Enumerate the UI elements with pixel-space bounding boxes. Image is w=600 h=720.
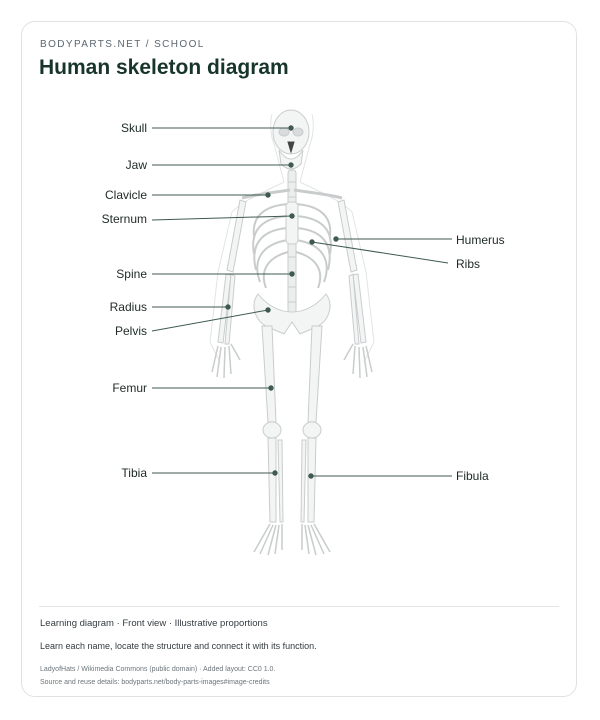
label-humerus: Humerus: [456, 233, 505, 247]
footer-divider: [39, 606, 559, 607]
pelvis-shape: [253, 293, 331, 335]
foot-bones: [253, 523, 331, 556]
label-skull: Skull: [120, 121, 147, 135]
label-spine: Spine: [116, 267, 147, 281]
skeleton-diagram: [151, 109, 452, 556]
spine-shape: [287, 169, 297, 321]
label-jaw: Jaw: [125, 158, 147, 172]
breadcrumb: BODYPARTS.NET / SCHOOL: [40, 39, 205, 50]
body-outline: [209, 113, 375, 363]
leg-bones: [261, 325, 323, 523]
label-sternum: Sternum: [101, 212, 147, 226]
label-radius: Radius: [109, 300, 147, 314]
label-pelvis: Pelvis: [114, 324, 147, 338]
ribs-shape: [252, 203, 332, 289]
skull-shape: [272, 109, 310, 170]
image-credit: LadyofHats / Wikimedia Commons (public d…: [40, 666, 276, 673]
diagram-card: BODYPARTS.NET / SCHOOL Human skeleton di…: [21, 21, 577, 697]
diagram-meta: Learning diagram · Front view · Illustra…: [40, 618, 268, 629]
arm-bones: [217, 199, 367, 345]
label-ribs: Ribs: [456, 257, 481, 271]
label-fibula: Fibula: [456, 469, 489, 483]
label-clavicle: Clavicle: [104, 188, 147, 202]
leader-lines: [151, 125, 452, 479]
diagram-description: Learn each name, locate the structure an…: [40, 641, 317, 651]
label-femur: Femur: [112, 381, 147, 395]
hand-bones: [211, 343, 373, 379]
page-title: Human skeleton diagram: [39, 56, 289, 79]
sternum-shape: [285, 201, 299, 245]
source-note: Source and reuse details: bodyparts.net/…: [40, 679, 270, 686]
label-tibia: Tibia: [121, 466, 147, 480]
